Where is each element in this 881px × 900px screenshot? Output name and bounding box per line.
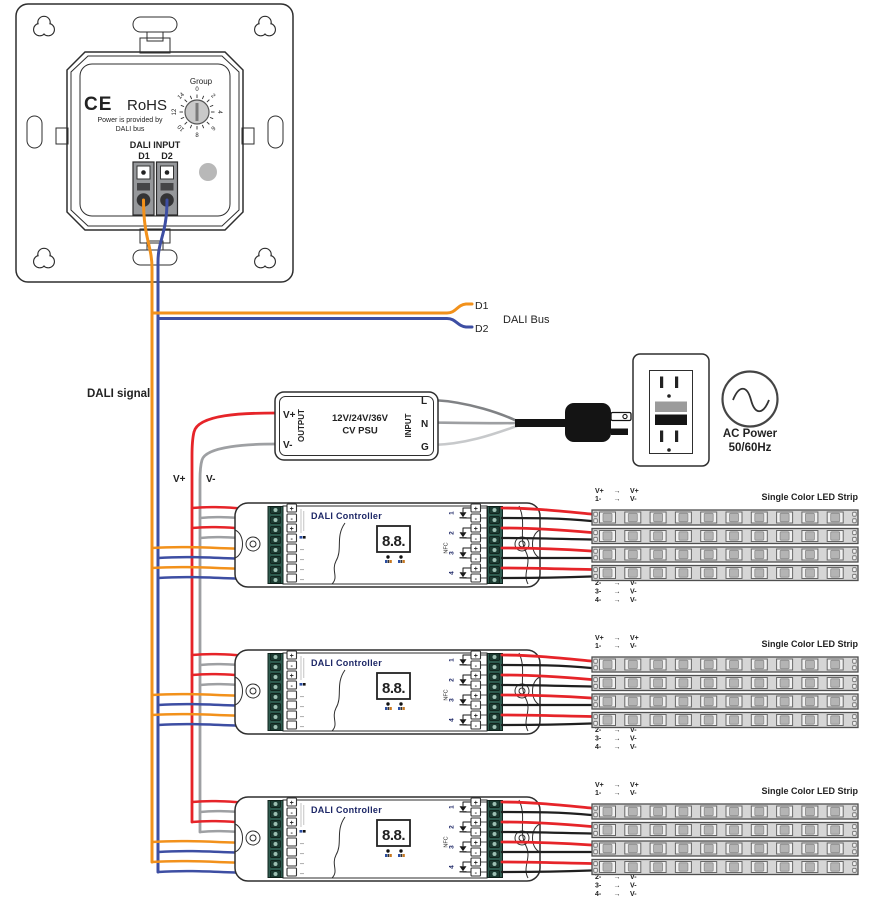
- dali-controller-unit-2: [150, 633, 860, 753]
- dial-tick: [180, 104, 185, 108]
- outlet-slot: [675, 430, 679, 442]
- wire-n: [431, 421, 519, 425]
- wire-d1-orange-rail: [142, 198, 154, 864]
- psu-l-label: L: [421, 396, 427, 407]
- dial-number: 2: [209, 93, 216, 100]
- dial-tick: [189, 124, 193, 129]
- bus-d2-label: D2: [475, 323, 489, 335]
- dial-number: 0: [195, 87, 199, 93]
- bottom-clip: [139, 228, 171, 244]
- psu-box: [274, 391, 439, 461]
- dali-input-label: DALI INPUT: [130, 140, 181, 150]
- dial-tick: [180, 116, 185, 120]
- ce-mark: CE: [84, 94, 112, 115]
- power-note-line2: DALI bus: [116, 126, 145, 133]
- psu-g-label: G: [421, 442, 429, 453]
- psu-type-label: CV PSU: [342, 426, 378, 437]
- outlet-ground-hole: [667, 394, 671, 398]
- psu-input-label: INPUT: [404, 413, 413, 437]
- wire-vminus-gray-rail: [198, 442, 278, 834]
- wire-g: [431, 424, 519, 447]
- dali-controller-unit-3: [150, 780, 860, 900]
- top-clip: [146, 31, 164, 42]
- outlet-slot: [675, 376, 679, 388]
- dali-controller-unit-1: [150, 486, 860, 606]
- rail-vminus-label: V-: [206, 474, 215, 485]
- dial-tick: [209, 116, 214, 120]
- psu-box-inner: [279, 396, 434, 456]
- wall-outlet: [632, 353, 710, 467]
- ac-freq-label: 50/60Hz: [729, 442, 772, 454]
- dial-number: 14: [177, 91, 186, 100]
- bus-d1-label: D1: [475, 300, 489, 312]
- module-face: [79, 63, 231, 217]
- plug-body: [565, 403, 611, 442]
- dial-tick: [189, 95, 193, 100]
- rail-vplus-label: V+: [173, 474, 186, 485]
- dial-number: 8: [195, 133, 199, 139]
- wire-vplus-red-rail: [190, 411, 278, 824]
- plug-prong-hole: [622, 413, 628, 420]
- wire-dali-bus-d1: [150, 302, 474, 315]
- programming-button: [199, 163, 217, 181]
- dial-tick: [206, 121, 210, 125]
- dial-tick: [184, 99, 188, 103]
- wire-d2-blue-rail: [156, 198, 169, 874]
- dial-tick: [184, 121, 188, 125]
- outlet-face: [649, 370, 693, 454]
- group-label: Group: [190, 77, 213, 86]
- ac-power-label: AC Power: [723, 428, 778, 440]
- wires: [142, 198, 474, 874]
- mount-slot: [26, 115, 43, 149]
- dial-number: 4: [216, 110, 222, 114]
- d1-terminal-label: D1: [138, 151, 150, 161]
- psu-vminus-label: V-: [283, 440, 292, 451]
- dial-tick: [201, 95, 205, 100]
- bottom-clip: [146, 240, 164, 251]
- wire-dali-bus-d2: [156, 317, 474, 329]
- sine-wave-icon: [732, 387, 770, 413]
- outlet-switch: [655, 414, 687, 425]
- dali-input-terminal-d1: [132, 161, 155, 216]
- outlet-slot: [660, 376, 664, 388]
- plug-prong: [610, 411, 632, 422]
- dial-number: 6: [209, 124, 216, 131]
- dial-number: 10: [176, 123, 185, 132]
- plug-prong: [611, 428, 628, 435]
- outlet-slot: [660, 430, 664, 442]
- outlet-switch: [655, 401, 687, 412]
- psu-voltage-label: 12V/24V/36V: [332, 413, 389, 424]
- module-outline-inner: [70, 55, 240, 227]
- wall-panel: CE RoHS Power is provided by DALI bus Gr…: [15, 3, 294, 283]
- dial-tick: [209, 104, 214, 108]
- dali-signal-label: DALI signal: [87, 388, 150, 400]
- psu-vplus-label: V+: [283, 410, 296, 421]
- side-tab: [241, 127, 255, 145]
- psu-output-label: OUTPUT: [297, 409, 306, 442]
- dial-tick: [206, 99, 210, 103]
- dali-bus-label: DALI Bus: [503, 314, 550, 326]
- ac-power: AC Power 50/60Hz: [721, 370, 779, 454]
- dial-tick: [201, 124, 205, 129]
- power-plug: [515, 403, 632, 442]
- group-dial: Group 0 2 4 6 8 10 12 14: [172, 77, 222, 139]
- rohs-label: RoHS: [127, 97, 167, 114]
- dial-number: 12: [172, 108, 178, 115]
- dali-input-terminal-d2: [155, 161, 179, 216]
- side-tab: [55, 127, 69, 145]
- d2-terminal-label: D2: [161, 151, 173, 161]
- psu: V+ V- OUTPUT 12V/24V/36V CV PSU INPUT L …: [274, 391, 519, 461]
- power-note-line1: Power is provided by: [98, 117, 163, 124]
- top-clip: [139, 37, 171, 54]
- outlet-ground-hole: [667, 448, 671, 452]
- wire-l: [431, 398, 519, 423]
- psu-n-label: N: [421, 419, 428, 430]
- module-outline: [66, 51, 244, 231]
- mount-slot: [267, 115, 284, 149]
